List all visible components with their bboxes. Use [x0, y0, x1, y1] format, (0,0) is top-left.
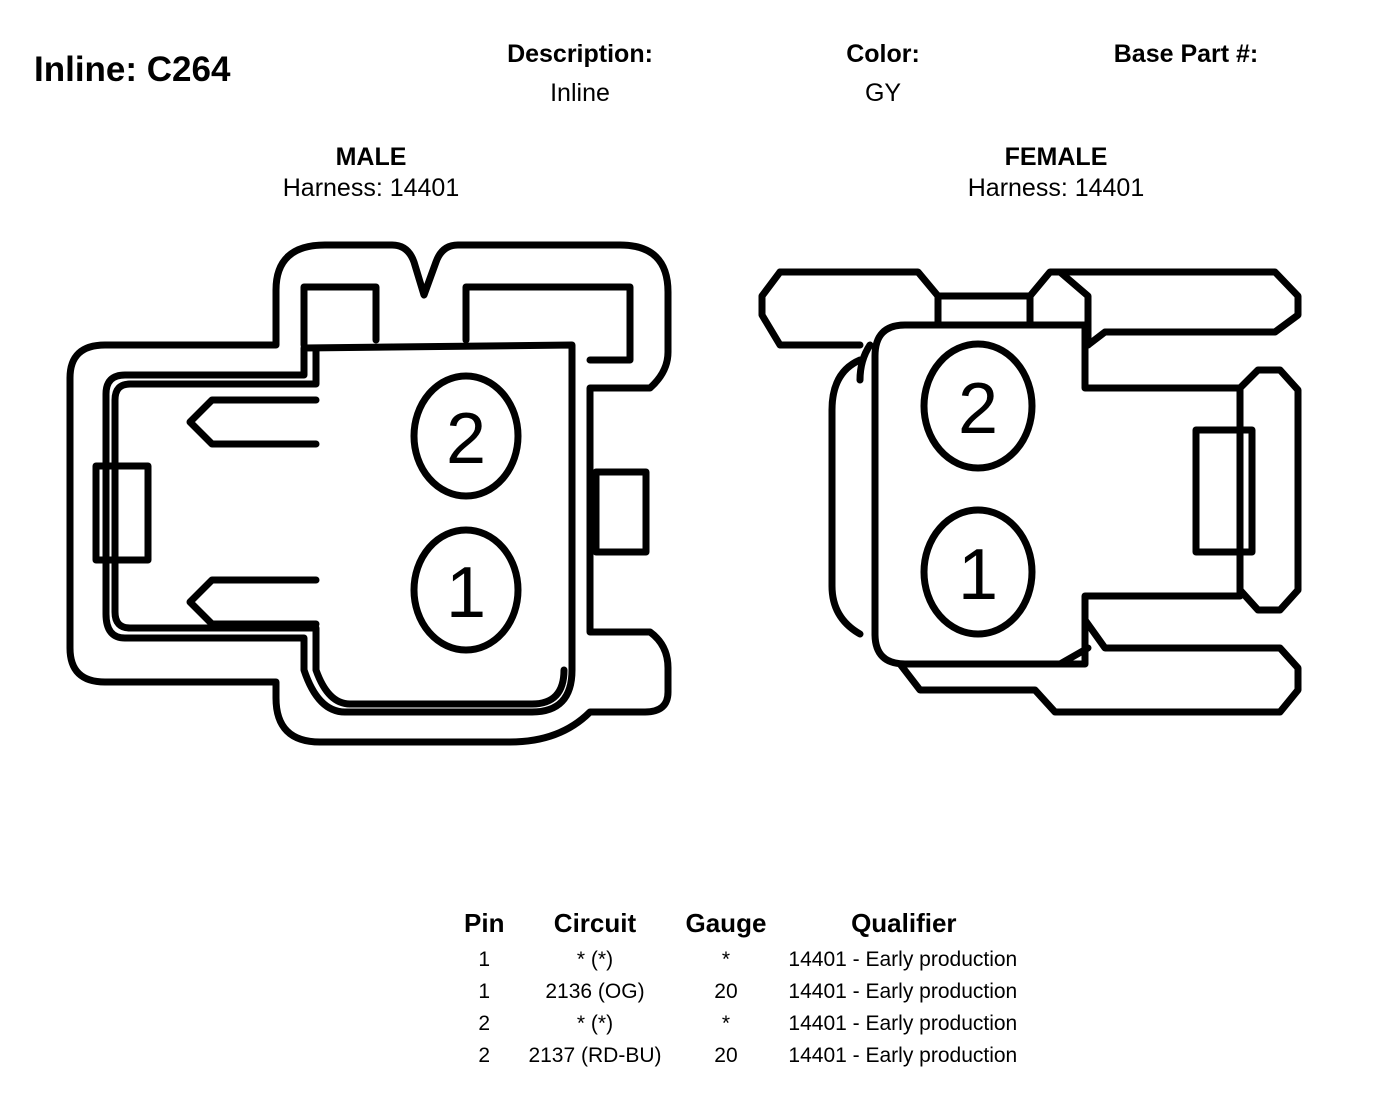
male-top-latch-left [300, 283, 380, 349]
gauge-cell: * [721, 1012, 731, 1035]
connector-title: Inline: C264 [34, 50, 231, 89]
qualifier-column-header: Qualifier [851, 908, 957, 938]
male-housing-outline [66, 241, 672, 746]
female-pin-1-cavity [920, 506, 1036, 638]
description-label: Description: [507, 40, 653, 68]
circuit-cell: 2136 (OG) [545, 980, 645, 1003]
female-main-body [871, 321, 1244, 668]
qualifier-cell: 14401 - Early production [788, 1044, 1018, 1067]
male-guide-lower [186, 576, 320, 628]
pin-cell: 1 [478, 948, 491, 971]
male-top-latch-right [462, 283, 634, 364]
base-part-label: Base Part #: [1113, 40, 1259, 68]
pin-cell: 1 [478, 980, 491, 1003]
male-pin-1-number: 1 [446, 553, 486, 633]
qualifier-cell: 14401 - Early production [788, 1012, 1018, 1035]
pin-column-header: Pin [464, 908, 505, 938]
male-harness-label: Harness: 14401 [282, 174, 460, 202]
qualifier-cell: 14401 - Early production [788, 948, 1018, 971]
male-pin-1-cavity [410, 526, 522, 654]
pin-cell: 2 [478, 1012, 491, 1035]
male-lock-tab [92, 462, 152, 564]
table-row: 1 * (*) * 14401 - Early production [452, 945, 1029, 977]
gauge-column-header: Gauge [685, 908, 767, 938]
pin-table-header: Pin Circuit Gauge Qualifier [452, 908, 1029, 945]
female-pin-2-number: 2 [958, 369, 998, 449]
female-connector-face [758, 268, 1302, 716]
color-value: GY [864, 79, 902, 107]
circuit-cell: * (*) [576, 948, 614, 971]
female-pin-2-cavity [920, 340, 1036, 472]
male-pin-2-cavity [410, 372, 522, 500]
circuit-column-header: Circuit [553, 908, 637, 938]
pin-cell: 2 [478, 1044, 491, 1067]
circuit-cell: 2137 (RD-BU) [528, 1044, 662, 1067]
male-inner-cavity [102, 341, 576, 716]
qualifier-cell: 14401 - Early production [788, 980, 1018, 1003]
female-top-wing [776, 268, 1302, 349]
circuit-cell: * (*) [576, 1012, 614, 1035]
male-pin-2-number: 2 [446, 399, 486, 479]
table-row: 2 * (*) * 14401 - Early production [452, 1009, 1029, 1041]
pin-table: Pin Circuit Gauge Qualifier 1 * (*) * 14… [452, 908, 1029, 1073]
female-harness-label: Harness: 14401 [967, 174, 1145, 202]
female-right-lock [1236, 366, 1302, 614]
gauge-cell: 20 [714, 980, 738, 1003]
table-row: 2 2137 (RD-BU) 20 14401 - Early producti… [452, 1041, 1029, 1073]
female-pin-1-number: 1 [958, 535, 998, 615]
female-view-label: FEMALE [1004, 143, 1108, 171]
female-bottom-wing [896, 616, 1302, 716]
gauge-cell: 20 [714, 1044, 738, 1067]
male-connector-face [66, 241, 672, 746]
male-key-block [592, 468, 650, 556]
table-row: 1 2136 (OG) 20 14401 - Early production [452, 977, 1029, 1009]
male-view-label: MALE [335, 143, 407, 171]
description-value: Inline [550, 79, 610, 107]
color-label: Color: [846, 40, 920, 68]
female-lock-tab [1192, 426, 1256, 556]
male-guide-upper [186, 396, 320, 448]
gauge-cell: * [721, 948, 731, 971]
